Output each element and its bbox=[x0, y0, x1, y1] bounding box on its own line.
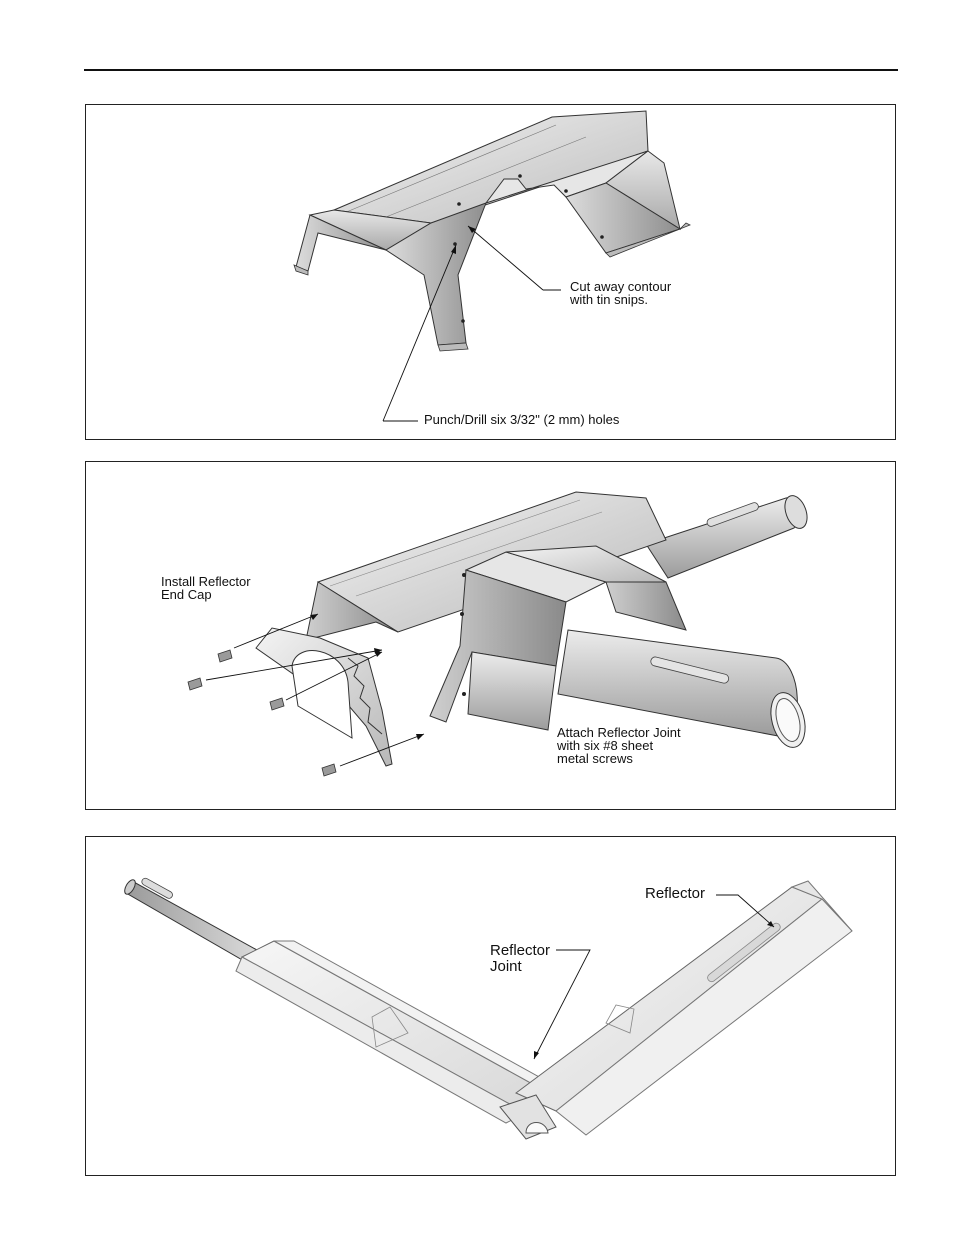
callout-reflector-joint: Reflector Joint bbox=[490, 942, 551, 975]
callout-attach-joint: Attach Reflector Joint with six #8 sheet… bbox=[557, 725, 681, 766]
callout-install-end-cap: Install Reflector End Cap bbox=[161, 574, 251, 602]
figure-panel-installed: Reflector Reflector Joint bbox=[85, 836, 896, 1176]
callout-reflector: Reflector bbox=[645, 885, 706, 902]
reflector-cutout-illustration bbox=[293, 110, 691, 422]
installed-reflector-illustration bbox=[124, 877, 853, 1140]
reflector-joint-assembly-illustration bbox=[187, 491, 808, 777]
callout-cut-contour: Cut away contour with tin snips. bbox=[570, 279, 672, 307]
figure-panel-assembly: Install Reflector End Cap Attach Reflect… bbox=[85, 461, 896, 810]
header-rule bbox=[84, 69, 898, 71]
callout-drill-holes: Punch/Drill six 3/32" (2 mm) holes bbox=[424, 412, 620, 427]
figure-panel-cut-contour: Cut away contour with tin snips. Punch/D… bbox=[85, 104, 896, 440]
